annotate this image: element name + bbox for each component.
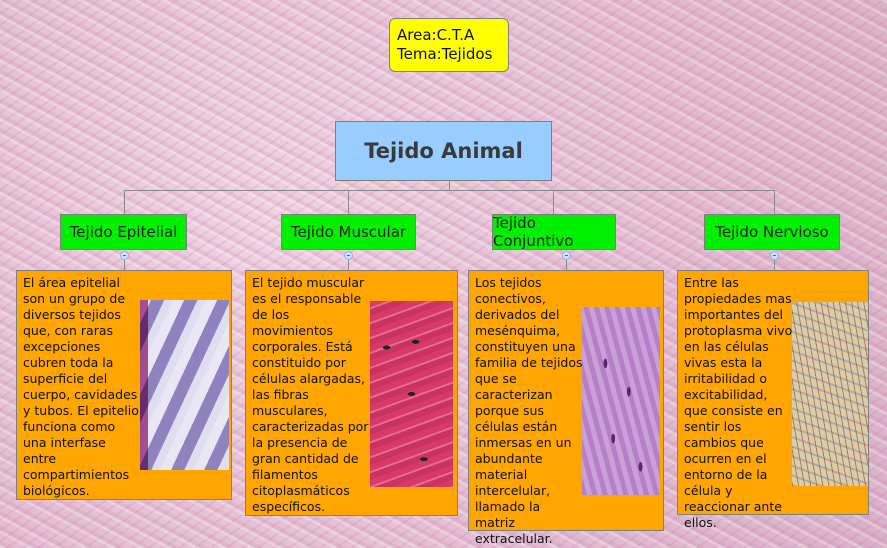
collapse-icon[interactable]: [562, 251, 571, 260]
connector: [449, 180, 450, 190]
connector: [124, 190, 775, 191]
description-text: El área epitelial son un grupo de divers…: [23, 275, 139, 498]
description-text: Entre las propiedades mas importantes de…: [684, 275, 793, 530]
muscle-tissue-image: [370, 301, 453, 487]
branch-label: Tejido Muscular: [290, 223, 407, 241]
header-node[interactable]: Area:C.T.A Tema:Tejidos: [389, 18, 509, 72]
description-text: Los tejidos conectivos, derivados del me…: [475, 275, 583, 546]
node-tejido-muscular[interactable]: Tejido Muscular: [281, 214, 416, 250]
connector: [124, 190, 125, 214]
collapse-icon[interactable]: [770, 251, 779, 260]
branch-label: Tejido Epitelial: [69, 223, 178, 241]
epithelial-tissue-image: [140, 300, 229, 470]
root-node[interactable]: Tejido Animal: [335, 121, 552, 181]
area-label: Area:C.T.A: [397, 26, 475, 44]
connector: [124, 258, 125, 270]
node-tejido-conjuntivo[interactable]: Tejido Conjuntivo: [492, 214, 616, 250]
connective-tissue-image: [582, 307, 660, 495]
connector: [774, 190, 775, 214]
branch-label: Tejido Nervioso: [715, 223, 829, 241]
description-epitelial: El área epitelial son un grupo de divers…: [16, 270, 232, 500]
node-tejido-nervioso[interactable]: Tejido Nervioso: [704, 214, 840, 250]
connector: [348, 190, 349, 214]
node-tejido-epitelial[interactable]: Tejido Epitelial: [60, 214, 187, 250]
description-text: El tejido muscular es el responsable de …: [252, 275, 369, 514]
collapse-icon[interactable]: [120, 251, 129, 260]
connector: [774, 258, 775, 270]
root-label: Tejido Animal: [364, 139, 523, 163]
tema-label: Tema:Tejidos: [397, 45, 493, 63]
connector: [348, 258, 349, 270]
collapse-icon[interactable]: [344, 251, 353, 260]
description-muscular: El tejido muscular es el responsable de …: [245, 270, 458, 516]
nerve-tissue-image: [792, 302, 868, 486]
description-nervioso: Entre las propiedades mas importantes de…: [677, 270, 869, 530]
connector: [553, 190, 554, 214]
connector: [566, 258, 567, 270]
description-conjuntivo: Los tejidos conectivos, derivados del me…: [468, 270, 664, 546]
branch-label: Tejido Conjuntivo: [493, 214, 574, 250]
